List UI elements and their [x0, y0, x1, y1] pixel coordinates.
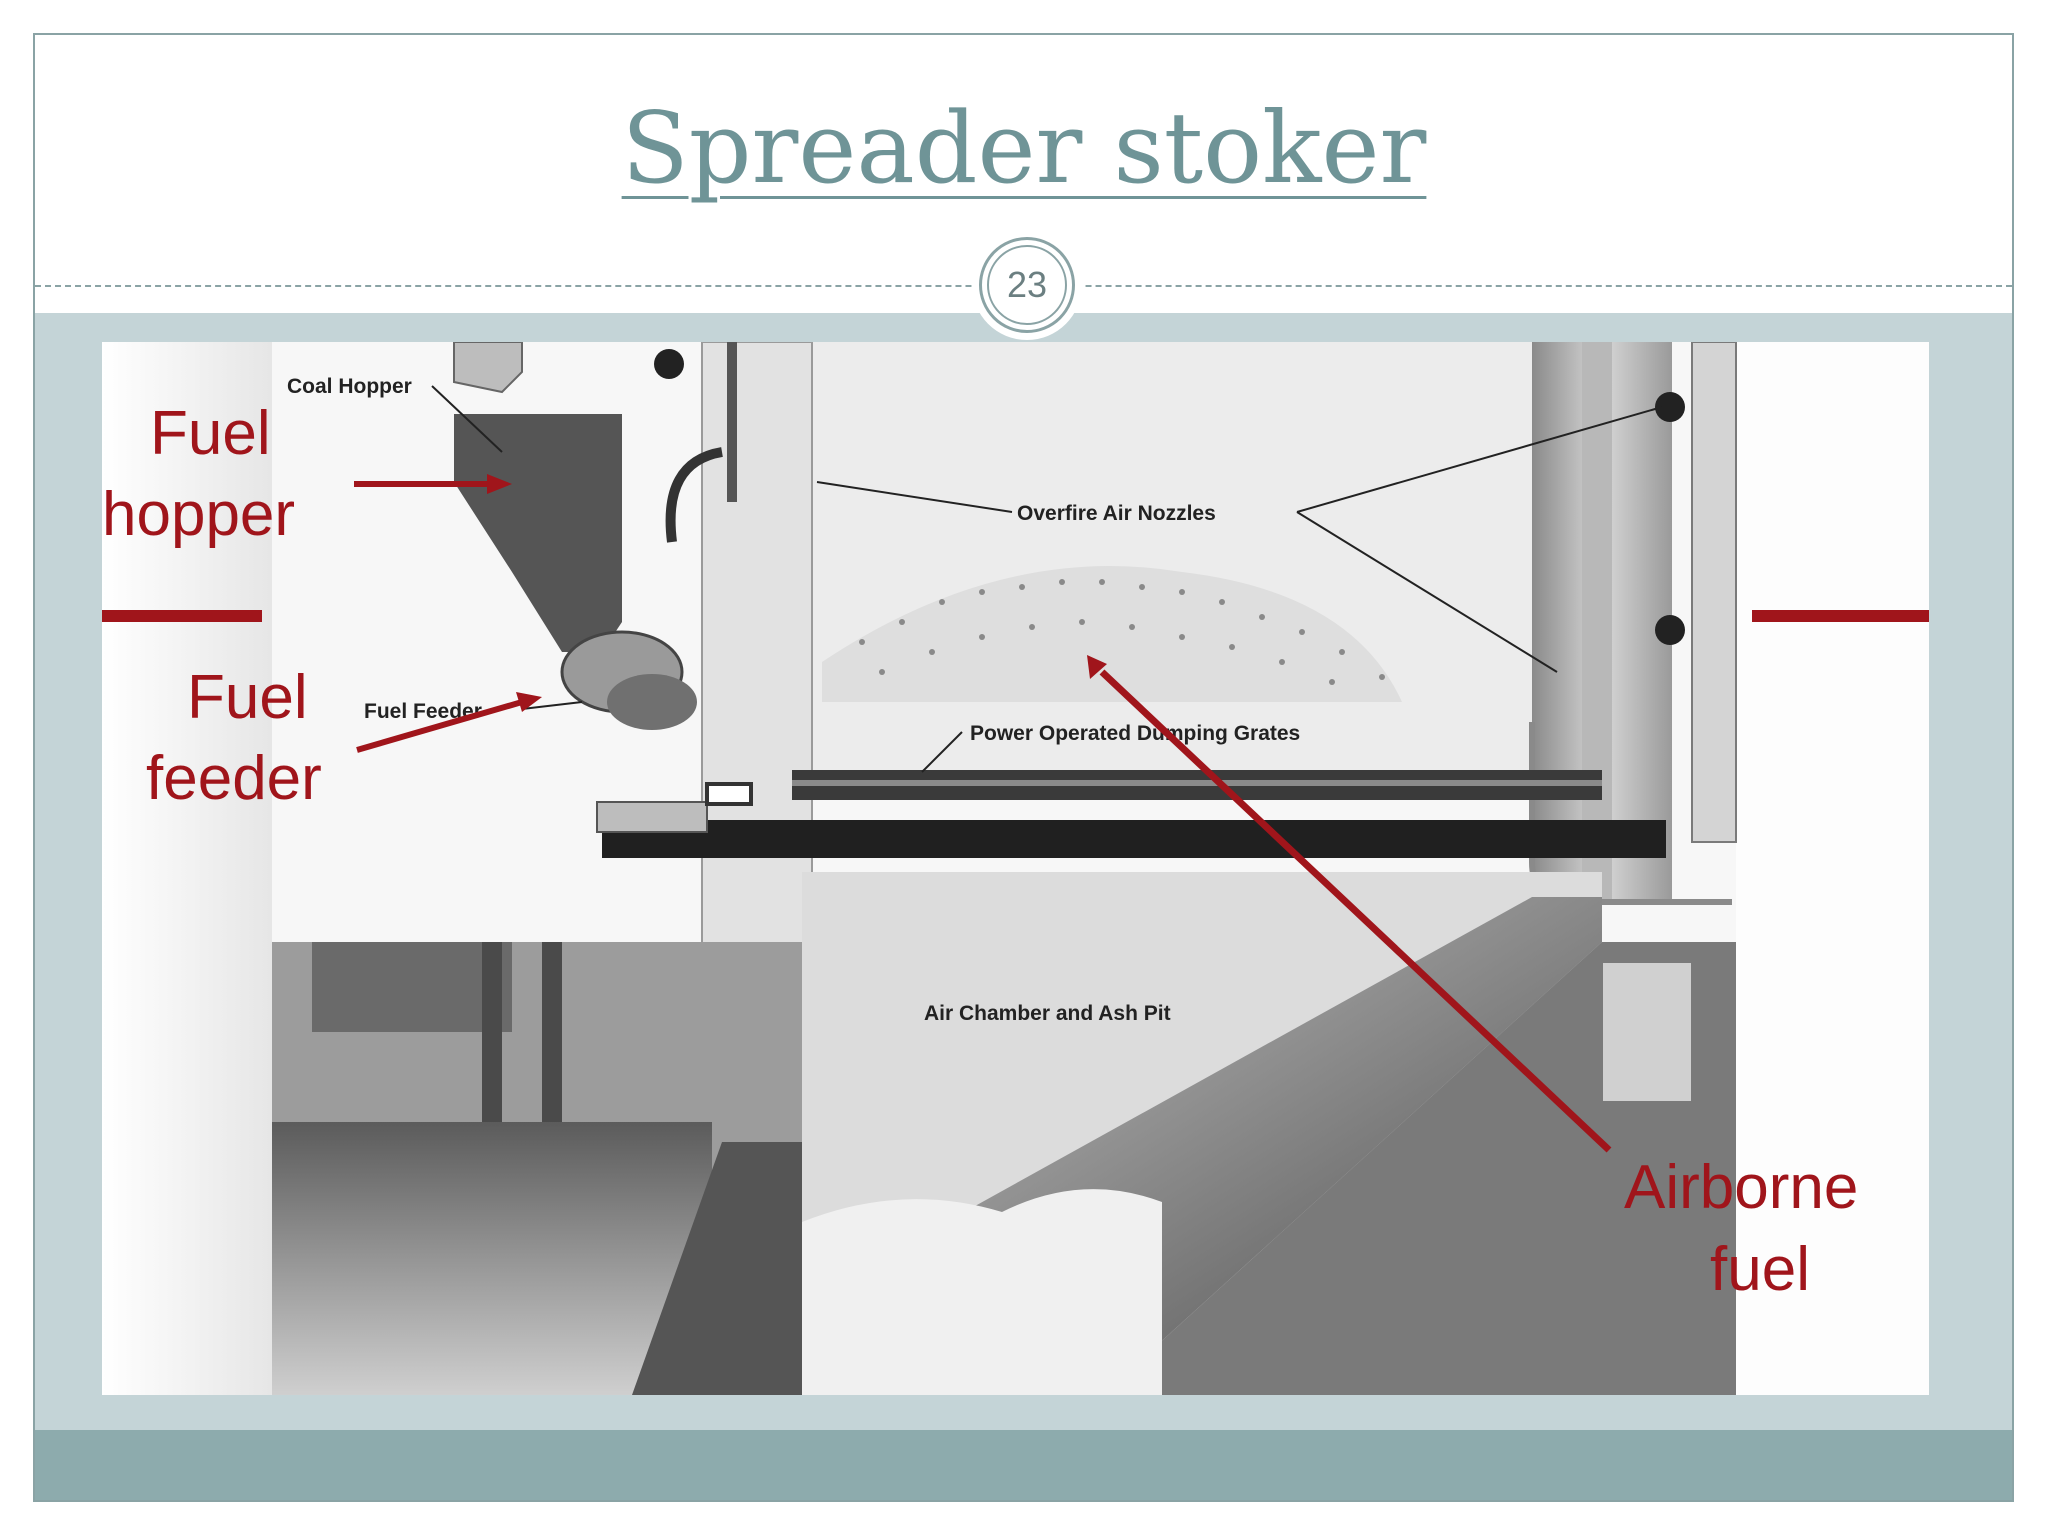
left-chute [632, 1142, 802, 1395]
left-red-bar [102, 610, 262, 622]
annotation-fuel-feeder-2: feeder [146, 744, 322, 813]
arrow-head-hopper [487, 474, 512, 494]
diagram-illustration: Coal Hopper Overfire Air Nozzles Fuel Fe… [102, 342, 1929, 1395]
right-wall-tube [1582, 342, 1612, 902]
spreader-stoker-diagram: Coal Hopper Overfire Air Nozzles Fuel Fe… [102, 342, 1929, 1395]
annotation-arrows [102, 474, 1929, 1153]
annotation-labels: Fuel hopper Fuel feeder Airborne fuel [102, 399, 1858, 1304]
ash-pit-right [1102, 942, 1736, 1395]
arrow-head-airborne [1087, 655, 1107, 679]
leader-lines [431, 385, 1663, 773]
fuel-feeder-drum [607, 674, 697, 730]
nozzle-knob-left [654, 349, 684, 379]
grate-bearing [596, 801, 708, 833]
annotation-airborne-1: Airborne [1624, 1153, 1858, 1222]
page-number: 23 [987, 245, 1067, 325]
footer-band [35, 1430, 2012, 1500]
coal-hopper-top [453, 342, 523, 394]
annotation-fuel-feeder-1: Fuel [187, 663, 308, 732]
right-red-bar [1752, 610, 1929, 622]
support-column-1 [482, 942, 502, 1122]
label-dumping-grates: Power Operated Dumping Grates [970, 722, 1300, 745]
right-support [1601, 961, 1693, 1103]
left-white-margin [102, 342, 272, 1395]
nozzle-knob-right-bottom [1655, 615, 1685, 645]
slide-title: Spreader stoker [621, 92, 1427, 206]
coal-hopper-body [454, 414, 622, 652]
annotation-fuel-hopper-1: Fuel [150, 399, 271, 468]
furnace-chamber [802, 342, 1632, 782]
label-air-chamber: Air Chamber and Ash Pit [924, 1002, 1171, 1025]
air-nozzle-duct [665, 447, 723, 543]
airborne-fuel-particles [859, 579, 1385, 685]
label-fuel-feeder-small: Fuel Feeder [364, 700, 482, 723]
grate-end-cap [705, 782, 753, 806]
arrow-head-feeder [516, 692, 542, 712]
support-column-2 [542, 942, 562, 1122]
ash-pile [802, 1189, 1162, 1395]
nozzle-pipe [727, 342, 737, 502]
annotation-airborne-2: fuel [1710, 1235, 1810, 1304]
left-beam [312, 942, 512, 1032]
annotation-fuel-hopper-2: hopper [102, 480, 295, 549]
left-lower-chamber [272, 1122, 712, 1395]
right-outer-wall [1691, 342, 1737, 843]
page-number-ring [979, 237, 1075, 333]
right-white-margin [1736, 342, 1929, 1395]
nozzle-knob-right-top [1655, 392, 1685, 422]
label-coal-hopper: Coal Hopper [287, 375, 412, 398]
grate-shaft [602, 820, 1666, 858]
grate-highlight [792, 780, 1602, 786]
airborne-fuel-cloud [822, 566, 1402, 702]
label-overfire-air-nozzles: Overfire Air Nozzles [1017, 502, 1216, 525]
